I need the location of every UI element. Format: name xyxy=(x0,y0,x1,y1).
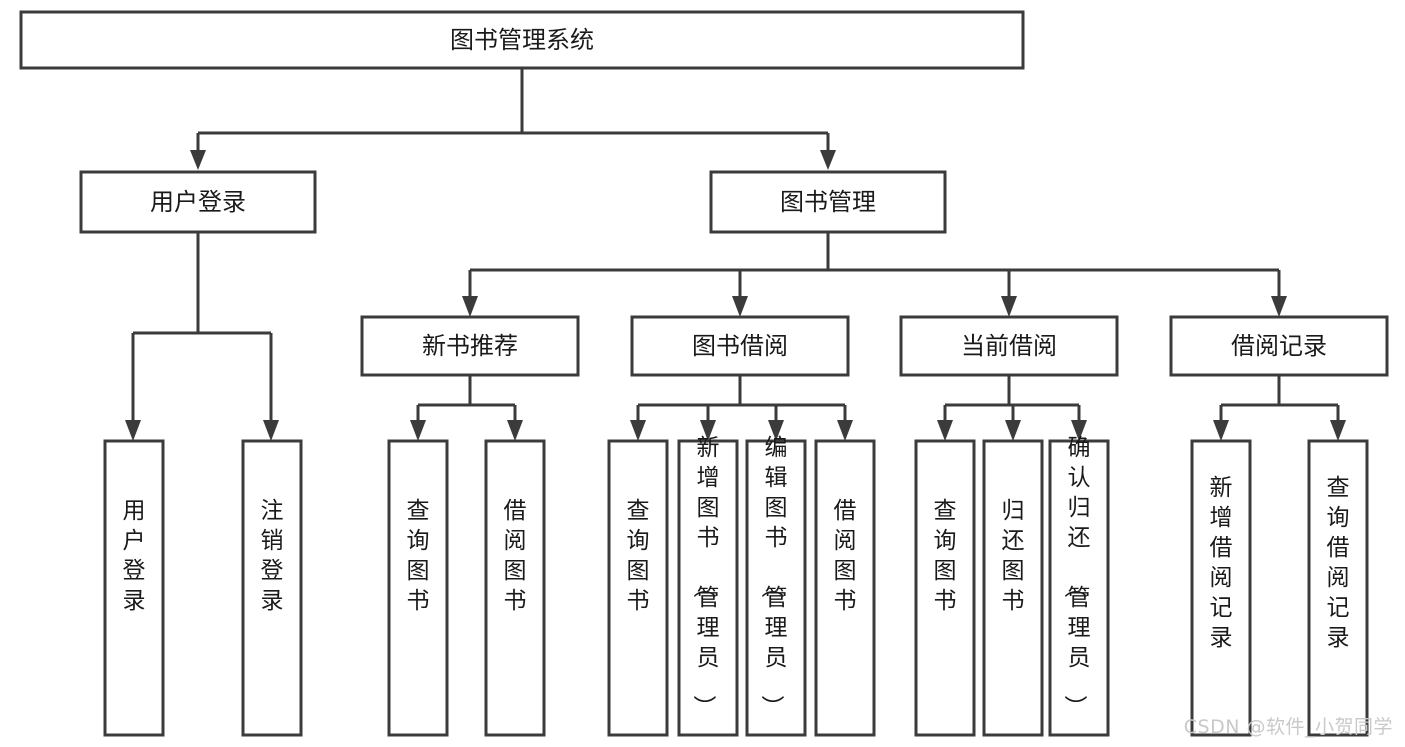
leaf-borrow-record-add-label: 新增借阅记录 xyxy=(1210,475,1233,651)
arrow-head-bookborrow-4 xyxy=(837,420,853,441)
leaf-new-book-borrow[interactable]: 借阅图书 xyxy=(484,439,546,737)
leaf-book-borrow-query[interactable]: 查询图书 xyxy=(607,439,669,737)
node-user-login-rect[interactable] xyxy=(79,170,317,234)
leaf-book-borrow-add-label: 新增图书（管理员） xyxy=(691,435,720,718)
node-user-login[interactable]: 用户登录 xyxy=(79,170,317,234)
node-root-rect[interactable] xyxy=(19,10,1025,70)
arrow-head-bookborrow-2 xyxy=(700,420,716,441)
leaf-borrow-record-add-rect[interactable] xyxy=(1190,439,1252,737)
arrow-head-root-2 xyxy=(820,150,836,170)
leaf-book-borrow-borrow-rect[interactable] xyxy=(814,439,876,737)
leaf-borrow-record-add[interactable]: 新增借阅记录 xyxy=(1190,439,1252,737)
leaf-current-borrow-query[interactable]: 查询图书 xyxy=(914,439,976,737)
connector-group-newbook-to-leaves xyxy=(410,375,523,441)
leaf-user-login-logout-label: 注销登录 xyxy=(261,498,284,614)
leaf-book-borrow-add[interactable]: 新增图书（管理员） xyxy=(677,435,739,737)
leaf-current-borrow-query-label: 查询图书 xyxy=(934,498,957,614)
leaf-current-borrow-return[interactable]: 归还图书 xyxy=(982,439,1044,737)
leaf-current-borrow-return-rect[interactable] xyxy=(982,439,1044,737)
leaf-new-book-borrow-label: 借阅图书 xyxy=(504,498,527,614)
leaf-borrow-record-query-label: 查询借阅记录 xyxy=(1327,475,1350,651)
arrow-head-newbook-1 xyxy=(410,420,426,441)
node-borrow-record-label: 借阅记录 xyxy=(1231,332,1327,360)
leaf-user-login-login-rect[interactable] xyxy=(103,439,165,737)
leaf-current-borrow-confirm-rect[interactable] xyxy=(1048,439,1110,737)
arrow-head-borrowrecord-1 xyxy=(1213,420,1229,441)
node-new-book-recommend[interactable]: 新书推荐 xyxy=(360,315,580,377)
leaf-book-borrow-edit[interactable]: 编辑图书（管理员） xyxy=(745,435,807,737)
arrow-head-newbook-2 xyxy=(507,420,523,441)
node-new-book-recommend-label: 新书推荐 xyxy=(422,332,518,360)
leaf-book-borrow-edit-rect[interactable] xyxy=(745,439,807,737)
node-book-borrow-label: 图书借阅 xyxy=(692,332,788,360)
connector-group-root-to-level2 xyxy=(190,68,836,170)
leaf-borrow-record-query[interactable]: 查询借阅记录 xyxy=(1307,439,1369,737)
node-book-borrow-rect[interactable] xyxy=(630,315,850,377)
leaf-new-book-query-rect[interactable] xyxy=(387,439,449,737)
node-root[interactable]: 图书管理系统 xyxy=(19,10,1025,70)
arrow-head-currentborrow-3 xyxy=(1071,420,1087,441)
node-user-login-label: 用户登录 xyxy=(150,188,246,216)
leaf-book-borrow-query-rect[interactable] xyxy=(607,439,669,737)
arrow-head-userlogin-1 xyxy=(125,420,141,441)
node-book-management-rect[interactable] xyxy=(709,170,947,234)
leaf-user-login-login[interactable]: 用户登录 xyxy=(103,439,165,737)
node-book-borrow[interactable]: 图书借阅 xyxy=(630,315,850,377)
connector-group-userlogin-to-leaves xyxy=(125,232,279,441)
connector-group-currentborrow-to-leaves xyxy=(937,375,1087,441)
arrow-head-bookmgmt-1 xyxy=(462,296,478,317)
leaf-new-book-query-label: 查询图书 xyxy=(407,498,430,614)
arrow-head-bookborrow-1 xyxy=(630,420,646,441)
arrow-head-bookmgmt-2 xyxy=(732,296,748,317)
leaf-user-login-logout-rect[interactable] xyxy=(241,439,303,737)
node-borrow-record-rect[interactable] xyxy=(1169,315,1389,377)
connector-group-borrowrecord-to-leaves xyxy=(1213,375,1346,441)
node-book-management-label: 图书管理 xyxy=(780,188,876,216)
node-new-book-recommend-rect[interactable] xyxy=(360,315,580,377)
leaf-book-borrow-borrow-label: 借阅图书 xyxy=(834,498,857,614)
leaf-book-borrow-edit-label: 编辑图书（管理员） xyxy=(759,435,788,718)
arrow-head-bookmgmt-3 xyxy=(1001,296,1017,317)
leaf-new-book-query[interactable]: 查询图书 xyxy=(387,439,449,737)
leaf-borrow-record-query-rect[interactable] xyxy=(1307,439,1369,737)
leaf-current-borrow-confirm-label: 确认归还（管理员） xyxy=(1062,435,1091,718)
arrow-head-bookmgmt-4 xyxy=(1271,296,1287,317)
arrow-head-root-1 xyxy=(190,150,206,170)
arrow-head-bookborrow-3 xyxy=(768,420,784,441)
node-current-borrow-rect[interactable] xyxy=(899,315,1119,377)
leaf-current-borrow-return-label: 归还图书 xyxy=(1002,498,1025,614)
node-current-borrow[interactable]: 当前借阅 xyxy=(899,315,1119,377)
leaf-book-borrow-add-rect[interactable] xyxy=(677,439,739,737)
leaf-user-login-login-label: 用户登录 xyxy=(123,498,146,614)
node-book-management[interactable]: 图书管理 xyxy=(709,170,947,234)
arrow-head-currentborrow-1 xyxy=(937,420,953,441)
node-root-label: 图书管理系统 xyxy=(450,26,594,54)
connector-group-bookmgmt-to-level3 xyxy=(462,232,1287,317)
leaf-current-borrow-query-rect[interactable] xyxy=(914,439,976,737)
leaf-user-login-logout[interactable]: 注销登录 xyxy=(241,439,303,737)
arrow-head-borrowrecord-2 xyxy=(1330,420,1346,441)
arrow-head-currentborrow-2 xyxy=(1005,420,1021,441)
leaf-book-borrow-query-label: 查询图书 xyxy=(627,498,650,614)
arrow-head-userlogin-2 xyxy=(263,420,279,441)
node-current-borrow-label: 当前借阅 xyxy=(961,332,1057,360)
node-borrow-record[interactable]: 借阅记录 xyxy=(1169,315,1389,377)
connector-group-bookborrow-to-leaves xyxy=(630,375,853,441)
leaf-new-book-borrow-rect[interactable] xyxy=(484,439,546,737)
leaf-book-borrow-borrow[interactable]: 借阅图书 xyxy=(814,439,876,737)
leaf-current-borrow-confirm[interactable]: 确认归还（管理员） xyxy=(1048,435,1110,737)
